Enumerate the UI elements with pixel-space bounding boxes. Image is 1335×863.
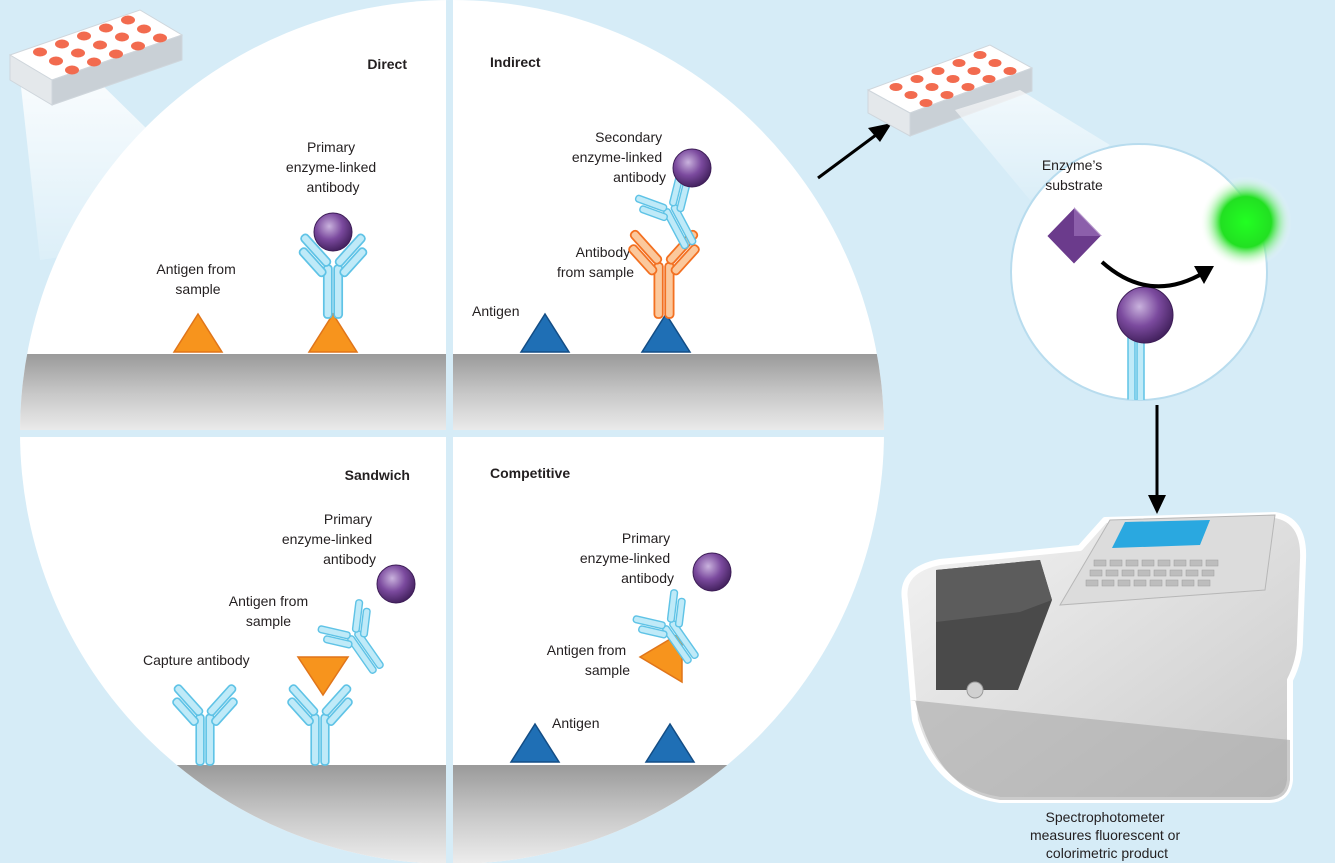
spectrophotometer-caption: Spectrophotometer measures fluorescent o…	[1030, 809, 1184, 861]
display-screen	[1112, 520, 1210, 548]
panel-direct: Direct Primary enzyme-linked antibody An…	[156, 56, 407, 353]
power-knob	[966, 681, 984, 699]
enzyme-sphere	[1116, 286, 1174, 344]
panel-title-sandwich: Sandwich	[345, 467, 410, 483]
enzyme-sphere	[692, 552, 732, 592]
panel-indirect: Indirect Secondary enzyme-linked antibod…	[472, 54, 717, 353]
indirect-antigen-label: Antigen	[472, 303, 519, 319]
panel-title-direct: Direct	[367, 56, 407, 72]
keypad	[1085, 559, 1219, 587]
detection-circle: Enzyme’s substrate	[1010, 143, 1292, 401]
direct-enzyme-label: Primary enzyme-linked antibody	[286, 139, 380, 195]
substrate-label: Enzyme’s substrate	[1042, 157, 1106, 193]
fluorescent-product	[1200, 176, 1292, 268]
sandwich-enzyme-label: Primary enzyme-linked antibody	[282, 511, 376, 567]
arrow-to-plate	[817, 123, 892, 180]
panel-sandwich: Sandwich Primary enzyme-linked antibody …	[143, 467, 416, 766]
enzyme-sphere	[672, 148, 712, 188]
microplate-left	[8, 9, 184, 106]
sandwich-antigen-label: Antigen from sample	[229, 593, 312, 629]
enzyme-sphere	[376, 564, 416, 604]
direct-antigen-label: Antigen from sample	[156, 261, 239, 297]
light-beam	[955, 90, 1110, 200]
panel-competitive: Competitive Primary enzyme-linked antibo…	[490, 465, 732, 763]
competitive-antigen-label: Antigen	[552, 715, 599, 731]
reaction-arrowhead	[1194, 266, 1214, 284]
competitive-enzyme-label: Primary enzyme-linked antibody	[580, 530, 674, 586]
indirect-enzyme-label: Secondary enzyme-linked antibody	[572, 129, 666, 185]
spectrophotometer	[901, 512, 1307, 803]
enzyme-sphere	[313, 212, 353, 252]
capture-antibody-label: Capture antibody	[143, 652, 250, 668]
indirect-sample-antibody-label: Antibody from sample	[557, 244, 634, 280]
arrow-to-spectrophotometer	[1148, 405, 1166, 514]
panel-title-competitive: Competitive	[490, 465, 570, 481]
microplate-right	[866, 44, 1034, 137]
competitive-antigen-sample-label: Antigen from sample	[547, 642, 630, 678]
panel-title-indirect: Indirect	[490, 54, 541, 70]
antigen-triangle	[296, 656, 350, 697]
reaction-arrow	[1100, 260, 1207, 289]
